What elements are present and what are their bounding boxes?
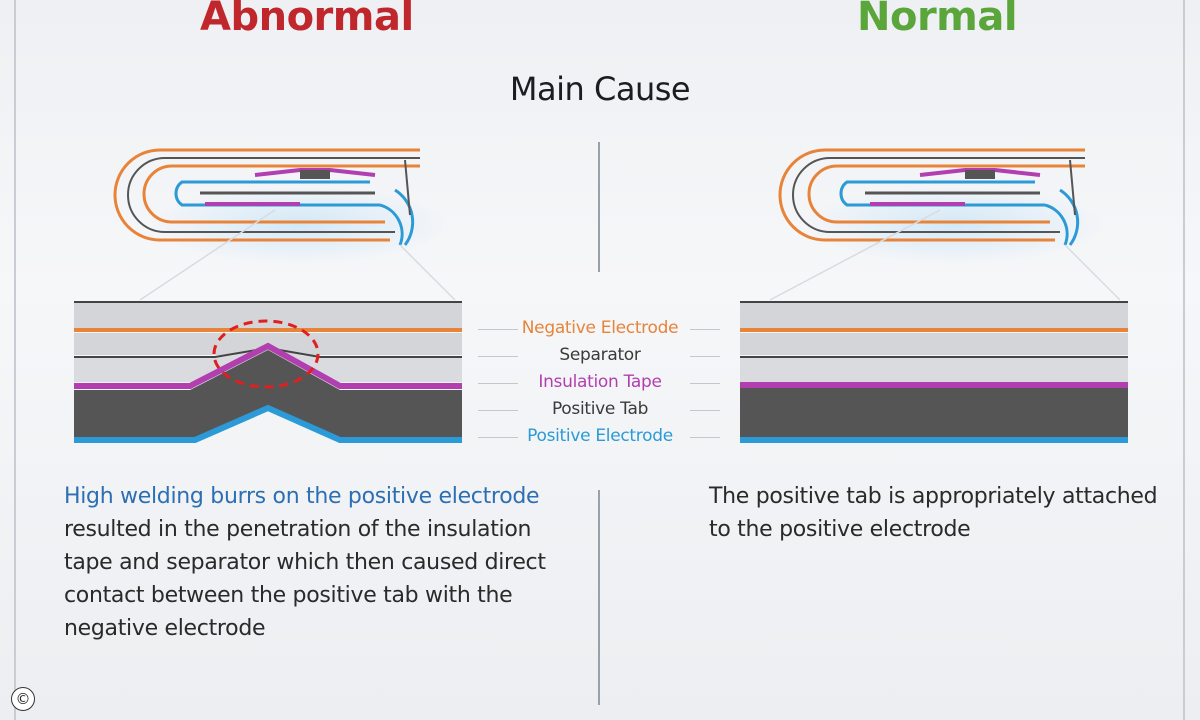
legend-label: Separator	[559, 345, 641, 365]
legend-leader-line-right	[690, 437, 720, 438]
legend-leader-line-left	[478, 437, 518, 438]
legend-leader-line-left	[478, 329, 518, 330]
legend-row: Insulation Tape	[470, 370, 730, 397]
normal-heading: Normal	[857, 0, 1018, 40]
abnormal-description-highlight: High welding burrs on the positive elect…	[64, 484, 540, 509]
legend-row: Positive Tab	[470, 397, 730, 424]
legend-leader-line-right	[690, 356, 720, 357]
legend-label: Negative Electrode	[521, 318, 679, 338]
normal-cross-section	[740, 301, 1128, 443]
legend-label: Positive Tab	[551, 399, 649, 419]
normal-jelly-roll	[769, 148, 1121, 301]
legend-row: Positive Electrode	[470, 424, 730, 451]
legend-leader-line-left	[478, 410, 518, 411]
legend-leader-line-left	[478, 383, 518, 384]
center-divider-top	[598, 142, 600, 272]
frame-left-border	[14, 0, 16, 720]
normal-description: The positive tab is appropriately attach…	[709, 484, 1158, 542]
center-divider-bottom	[598, 490, 600, 705]
legend-row: Separator	[470, 343, 730, 370]
abnormal-cross-section	[74, 301, 462, 443]
legend-leader-line-left	[478, 356, 518, 357]
legend-leader-line-right	[690, 383, 720, 384]
legend-row: Negative Electrode	[470, 316, 730, 343]
abnormal-description: High welding burrs on the positive elect…	[64, 480, 584, 645]
frame-right-border	[1183, 0, 1185, 720]
copyright-icon: ©	[11, 687, 35, 711]
abnormal-description-rest: resulted in the penetration of the insul…	[64, 517, 546, 641]
legend-leader-line-right	[690, 410, 720, 411]
main-cause-title: Main Cause	[509, 70, 691, 108]
legend-label: Positive Electrode	[527, 426, 673, 446]
burr-marker-circle	[212, 319, 320, 389]
abnormal-heading: Abnormal	[200, 0, 414, 40]
legend-label: Insulation Tape	[538, 372, 662, 392]
legend-leader-line-right	[690, 329, 720, 330]
abnormal-jelly-roll	[113, 148, 456, 301]
